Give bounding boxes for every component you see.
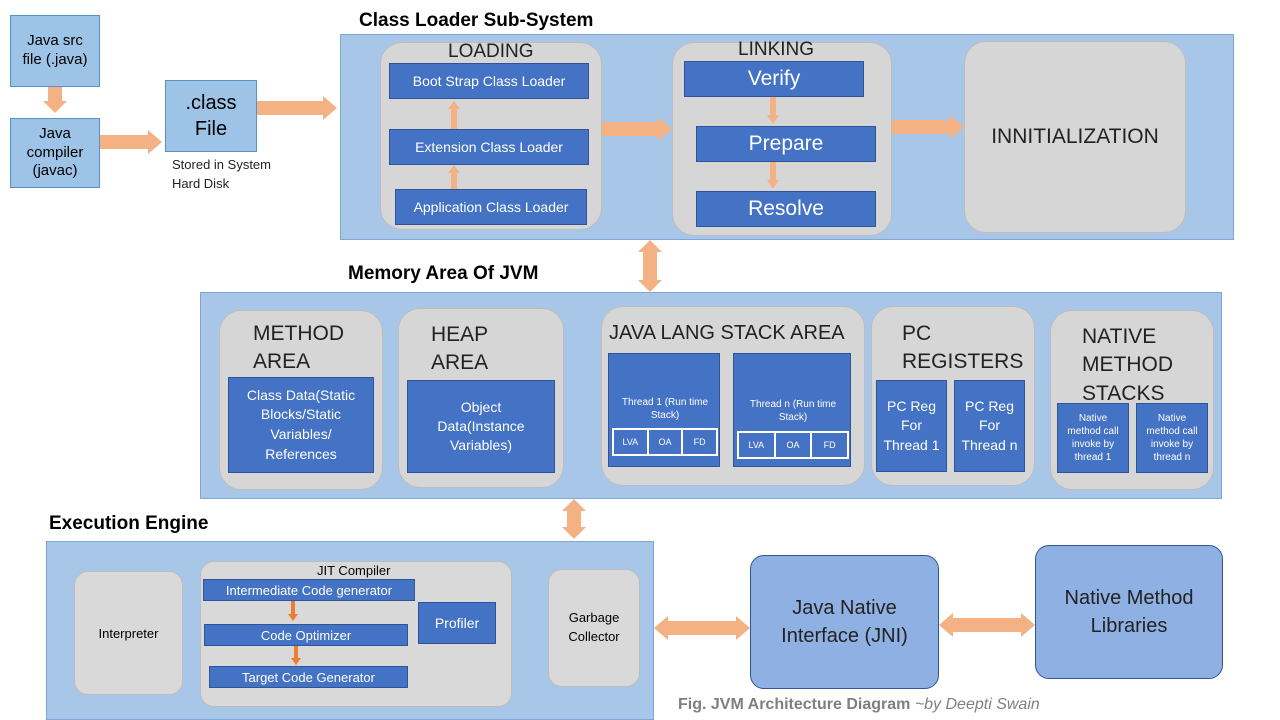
thread-1-stack: Thread 1 (Run time Stack) LVA OA FD xyxy=(608,353,720,467)
resolve-box: Resolve xyxy=(696,191,876,227)
profiler-box: Profiler xyxy=(418,602,496,644)
caption-main: Fig. JVM Architecture Diagram xyxy=(678,696,911,713)
application-loader-box: Application Class Loader xyxy=(395,189,587,225)
native-libraries-label: Native Method Libraries xyxy=(1064,587,1194,637)
method-area-title: METHOD AREA xyxy=(253,322,344,374)
interpreter-label: Interpreter xyxy=(98,625,159,641)
java-compiler-label: Java compiler (javac) xyxy=(26,124,84,180)
class-file-box: .class File xyxy=(165,80,257,152)
arrow-class-to-loader xyxy=(257,96,337,120)
execution-engine-title: Execution Engine xyxy=(49,513,209,534)
arrow-linking-to-init xyxy=(892,115,964,139)
thread-n-label: Thread n (Run time Stack) xyxy=(749,399,837,423)
thread-n-lva: LVA xyxy=(738,432,775,458)
arrow-loader-memory xyxy=(638,240,662,292)
thread-n-cells: LVA OA FD xyxy=(737,431,849,459)
interpreter-panel: Interpreter xyxy=(74,571,183,695)
code-optimizer: Code Optimizer xyxy=(204,624,408,646)
stack-area-title: JAVA LANG STACK AREA xyxy=(609,322,845,344)
caption-author: ~by Deepti Swain xyxy=(914,696,1040,713)
thread-1-oa: OA xyxy=(647,429,683,455)
extension-loader-box: Extension Class Loader xyxy=(389,129,589,165)
arrow-jni-libraries xyxy=(939,613,1035,637)
garbage-collector-label: Garbage Collector xyxy=(568,610,620,644)
thread-n-oa: OA xyxy=(774,432,812,458)
jit-compiler-title: JIT Compiler xyxy=(317,563,391,578)
pc-registers-title: PC REGISTERS xyxy=(902,322,1024,374)
heap-area-title: HEAP AREA xyxy=(431,323,489,375)
java-src-file-box: Java src file (.java) xyxy=(10,15,100,87)
arrow-verify-to-prepare xyxy=(767,97,779,124)
linking-title: LINKING xyxy=(738,39,815,60)
garbage-collector-panel: Garbage Collector xyxy=(548,569,640,687)
arrow-ext-to-boot xyxy=(448,101,460,129)
initialization-label: INNITIALIZATION xyxy=(991,125,1159,148)
native-call-thread-1: Native method call invoke by thread 1 xyxy=(1057,403,1129,473)
arrow-compiler-to-class xyxy=(100,130,162,154)
native-libraries-box: Native Method Libraries xyxy=(1035,545,1223,679)
thread-1-lva: LVA xyxy=(613,429,648,455)
java-src-file-label: Java src file (.java) xyxy=(22,32,88,68)
arrow-icg-to-optimizer xyxy=(288,601,298,621)
arrow-execution-jni xyxy=(654,616,750,640)
arrow-app-to-ext xyxy=(448,165,460,191)
verify-box: Verify xyxy=(684,61,864,97)
pc-reg-thread-1: PC Reg For Thread 1 xyxy=(876,380,947,472)
jni-label: Java Native Interface (JNI) xyxy=(781,597,908,647)
target-code-generator: Target Code Generator xyxy=(209,666,408,688)
bootstrap-loader-box: Boot Strap Class Loader xyxy=(389,63,589,99)
native-stacks-title: NATIVE METHOD STACKS xyxy=(1082,325,1173,405)
arrow-loading-to-linking xyxy=(602,117,672,141)
memory-area-title: Memory Area Of JVM xyxy=(348,263,539,284)
class-loader-title: Class Loader Sub-System xyxy=(359,10,594,31)
stored-note: Stored in System Hard Disk xyxy=(172,157,271,191)
thread-n-fd: FD xyxy=(811,432,849,458)
arrow-optimizer-to-target xyxy=(291,646,301,665)
thread-1-label: Thread 1 (Run time Stack) xyxy=(621,397,709,421)
arrow-prepare-to-resolve xyxy=(767,162,779,189)
arrow-src-to-compiler xyxy=(43,87,67,113)
method-area-content: Class Data(Static Blocks/Static Variable… xyxy=(228,377,374,473)
thread-n-stack: Thread n (Run time Stack) LVA OA FD xyxy=(733,353,851,467)
figure-caption: Fig. JVM Architecture Diagram ~by Deepti… xyxy=(678,696,1040,714)
java-compiler-box: Java compiler (javac) xyxy=(10,118,100,188)
thread-1-cells: LVA OA FD xyxy=(612,428,718,456)
intermediate-code-generator: Intermediate Code generator xyxy=(203,579,415,601)
native-call-thread-n: Native method call invoke by thread n xyxy=(1136,403,1208,473)
initialization-panel: INNITIALIZATION xyxy=(964,41,1186,233)
pc-reg-thread-n: PC Reg For Thread n xyxy=(954,380,1025,472)
class-file-label: .class File xyxy=(185,92,237,140)
thread-1-fd: FD xyxy=(682,429,718,455)
arrow-memory-execution xyxy=(562,499,586,539)
prepare-box: Prepare xyxy=(696,126,876,162)
jni-box: Java Native Interface (JNI) xyxy=(750,555,939,689)
heap-area-content: Object Data(Instance Variables) xyxy=(407,380,555,473)
loading-title: LOADING xyxy=(448,41,534,62)
